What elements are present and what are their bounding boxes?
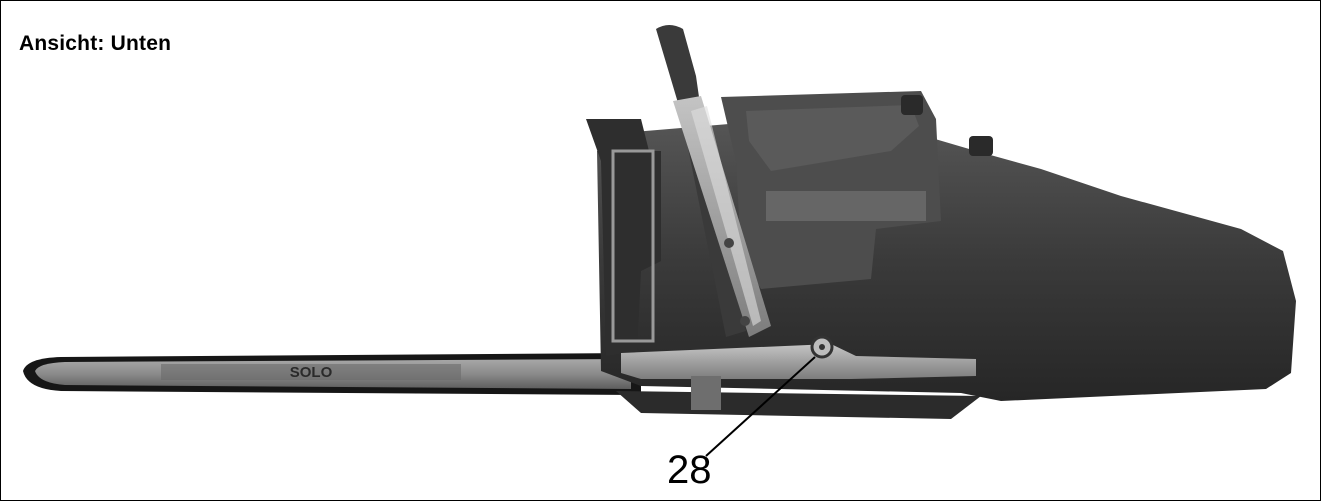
- saw-body: [586, 91, 1296, 419]
- screw-28: [810, 335, 834, 359]
- callout-leader-line: [705, 356, 816, 457]
- guide-bar: SOLO: [23, 353, 641, 395]
- callout-number-28: 28: [667, 448, 712, 492]
- front-handle: [656, 25, 771, 337]
- bar-brand-text: SOLO: [161, 364, 461, 381]
- view-title: Ansicht: Unten: [19, 32, 172, 55]
- svg-text:SOLO: SOLO: [290, 364, 333, 381]
- base-plate: [621, 344, 976, 410]
